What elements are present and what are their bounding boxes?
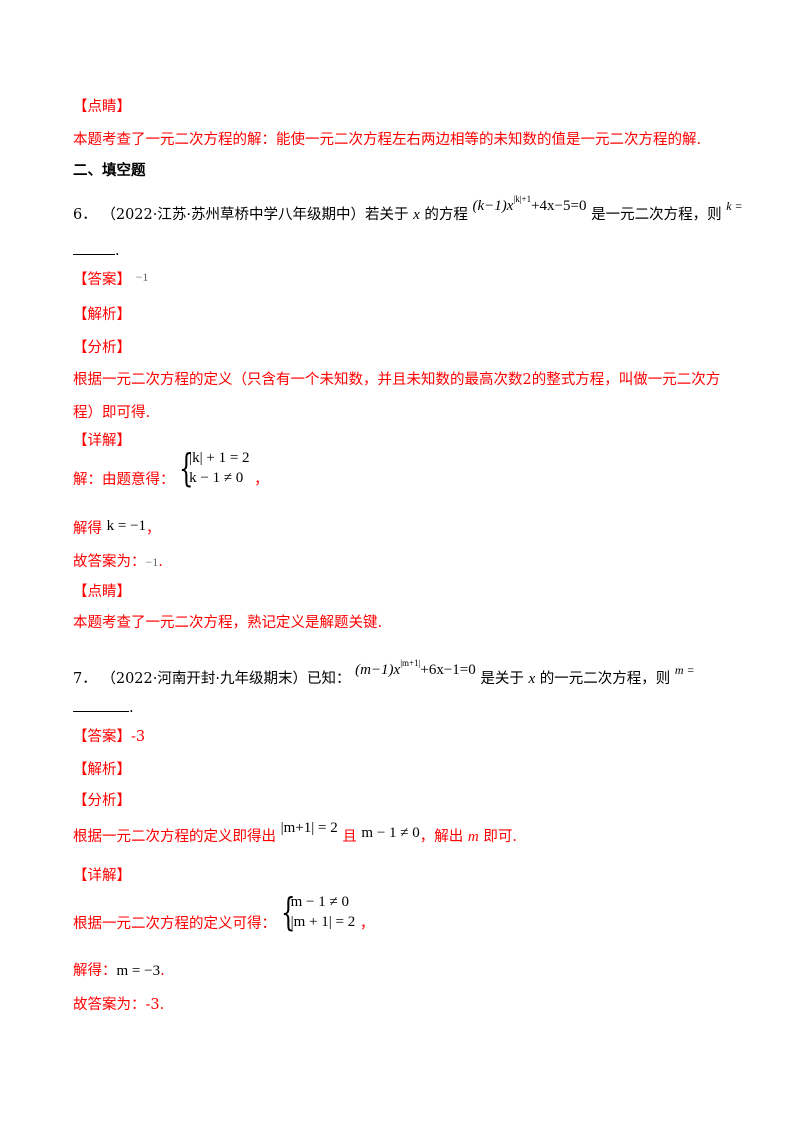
q6-ask: k = [726,199,743,213]
q6-source: （2022·江苏·苏州草桥中学八年级期中）若关于 [101,207,409,223]
q6-dianjing-text: 本题考查了一元二次方程，熟记定义是解题关键. [73,615,383,631]
q6-final-row: 故答案为：−1. [73,554,163,570]
q7-answer-blank [73,697,129,712]
q7-equation: (m−1)x|m+1|+6x−1=0 [355,658,476,678]
q7-solve-math: m = −3 [116,963,161,979]
q7-var-x: x [528,671,536,687]
label-jiexi: 【解析】 [73,307,131,323]
q6-xiangjie-row: 解：由题意得： { |k| + 1 = 2 k − 1 ≠ 0 ， [73,446,269,490]
q7-xiangjie-row: 根据一元二次方程的定义可得： { m − 1 ≠ 0 |m + 1| = 2 ， [73,890,375,934]
q7-final-text: 故答案为：-3. [73,997,165,1013]
q7-fenxi-math1: |m+1| = 2 [280,820,338,836]
q7-ask: m = [674,663,695,677]
label-fenxi-q7: 【分析】 [73,793,131,809]
label-fenxi: 【分析】 [73,340,131,356]
q6-after-eq: 是一元二次方程，则 [591,207,722,223]
q6-solve-row: 解得 k = −1， [73,518,161,537]
q7-fenxi-math2: m − 1 ≠ 0 [361,825,420,841]
q6-blank-line: . [73,240,120,261]
q7-equation-system: { m − 1 ≠ 0 |m + 1| = 2 [280,890,356,934]
label-dianjing-prev: 【点睛】 [73,99,131,115]
label-xiangjie-q7: 【详解】 [73,868,131,884]
q6-equation: (k−1)x|k|+1+4x−5=0 [472,194,587,214]
q7-blank-line: . [73,697,134,718]
q6-answer-value: −1 [135,270,149,284]
q6-answer-blank [73,240,115,255]
q7-fenxi-row: 根据一元二次方程的定义即得出 |m+1| = 2 且 m − 1 ≠ 0，解出 … [73,820,517,845]
q6-final-value: −1 [145,555,159,569]
q6-stem: 6． （2022·江苏·苏州草桥中学八年级期中）若关于 x 的方程 (k−1)x… [73,194,743,225]
q6-number: 6． [73,207,97,223]
label-dianjing-q6: 【点睛】 [73,584,131,600]
q6-xiangjie-prefix: 解：由题意得： [73,472,175,488]
q7-answer-row: 【答案】-3 [73,727,145,747]
q6-mid: 的方程 [424,207,468,223]
q7-solve-row: 解得：m = −3. [73,963,165,979]
q6-fenxi-line2: 程）即可得. [73,405,151,421]
q6-equation-system: { |k| + 1 = 2 k − 1 ≠ 0 [179,446,250,490]
q6-solve-math: k = −1 [106,518,147,534]
q6-var-x: x [413,207,420,223]
label-daan: 【答案】 [73,272,131,288]
label-jiexi-q7: 【解析】 [73,762,131,778]
label-daan-q7: 【答案】 [73,729,131,745]
q7-source: （2022·河南开封·九年级期末）已知： [101,671,351,687]
q6-answer-row: 【答案】 −1 [73,270,148,290]
q6-fenxi-line1: 根据一元二次方程的定义（只含有一个未知数，并且未知数的最高次数2的整式方程，叫做… [73,372,721,388]
section-title: 二、填空题 [73,162,146,179]
q7-stem: 7． （2022·河南开封·九年级期末）已知： (m−1)x|m+1|+6x−1… [73,658,695,687]
q7-number: 7． [73,671,97,687]
label-xiangjie: 【详解】 [73,433,131,449]
q7-answer-value: -3 [131,729,146,745]
dianjing-text-prev: 本题考查了一元二次方程的解：能使一元二次方程左右两边相等的未知数的值是一元二次方… [73,132,702,148]
